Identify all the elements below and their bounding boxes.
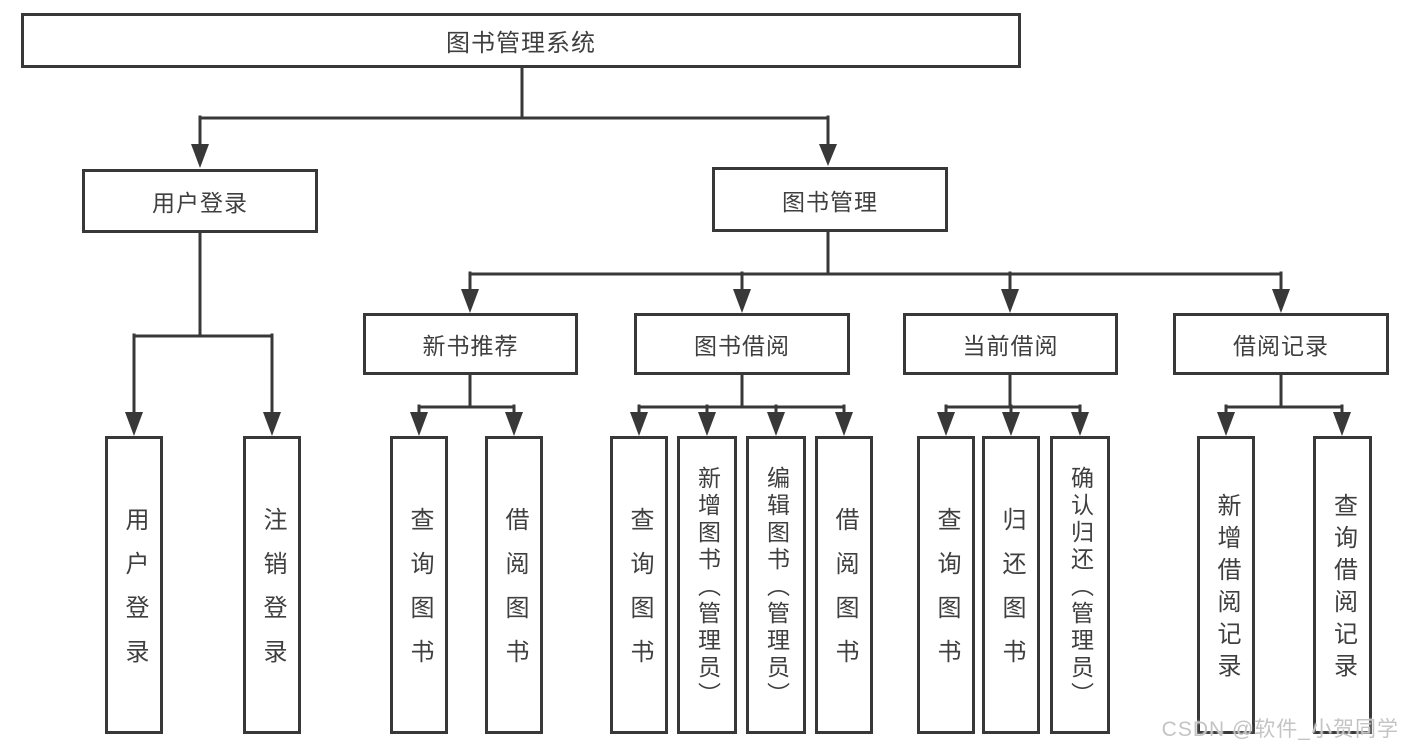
leaf-query-books-current: 查询图书 xyxy=(917,436,975,734)
node-book-management: 图书管理 xyxy=(712,167,948,232)
leaf-edit-books-admin-label: 编辑图书（管理员） xyxy=(763,465,790,709)
leaf-edit-books-admin: 编辑图书（管理员） xyxy=(746,436,806,734)
csdn-watermark: CSDN @软件_小贺同学 xyxy=(1161,718,1399,741)
leaf-add-borrow-record: 新增借阅记录 xyxy=(1197,436,1255,734)
connector-new-book-recommend-children xyxy=(410,373,523,436)
leaf-add-borrow-record-label: 新增借阅记录 xyxy=(1213,493,1240,685)
leaf-query-books-borrowing-label: 查询图书 xyxy=(626,507,653,683)
connector-book-borrowing-children xyxy=(630,373,853,436)
connector-borrowing-records-children xyxy=(1217,373,1351,436)
node-borrowing-records: 借阅记录 xyxy=(1173,313,1389,375)
leaf-confirm-return-admin-label: 确认归还（管理员） xyxy=(1067,465,1094,709)
leaf-borrow-books-borrowing: 借阅图书 xyxy=(815,436,873,734)
node-user-login: 用户登录 xyxy=(82,169,318,233)
leaf-add-books-admin-label: 新增图书（管理员） xyxy=(694,465,721,709)
connector-current-borrowing-children xyxy=(937,373,1089,436)
leaf-logout: 注销登录 xyxy=(243,436,301,734)
leaf-query-books-current-label: 查询图书 xyxy=(933,507,960,683)
connector-root-to-level2 xyxy=(191,66,837,168)
leaf-query-books-recommend-label: 查询图书 xyxy=(406,507,433,683)
leaf-return-books-label: 归还图书 xyxy=(998,507,1025,683)
connector-book-management-children xyxy=(461,230,1290,313)
leaf-borrow-books-borrowing-label: 借阅图书 xyxy=(831,507,858,683)
leaf-logout-label: 注销登录 xyxy=(259,507,286,683)
leaf-confirm-return-admin: 确认归还（管理员） xyxy=(1050,436,1110,734)
leaf-return-books: 归还图书 xyxy=(982,436,1040,734)
leaf-borrow-books-recommend-label: 借阅图书 xyxy=(501,507,528,683)
leaf-query-books-borrowing: 查询图书 xyxy=(610,436,668,734)
leaf-user-login: 用户登录 xyxy=(105,436,163,734)
node-book-borrowing: 图书借阅 xyxy=(634,313,850,375)
leaf-query-borrow-record: 查询借阅记录 xyxy=(1313,436,1372,734)
leaf-query-borrow-record-label: 查询借阅记录 xyxy=(1329,493,1357,685)
leaf-borrow-books-recommend: 借阅图书 xyxy=(485,436,543,734)
connector-user-login-children xyxy=(125,231,281,436)
node-new-book-recommend: 新书推荐 xyxy=(363,313,578,375)
leaf-add-books-admin: 新增图书（管理员） xyxy=(677,436,737,734)
leaf-query-books-recommend: 查询图书 xyxy=(390,436,448,734)
node-library-management-system: 图书管理系统 xyxy=(21,13,1021,68)
leaf-user-login-label: 用户登录 xyxy=(121,507,148,683)
node-current-borrowing: 当前借阅 xyxy=(903,313,1118,375)
